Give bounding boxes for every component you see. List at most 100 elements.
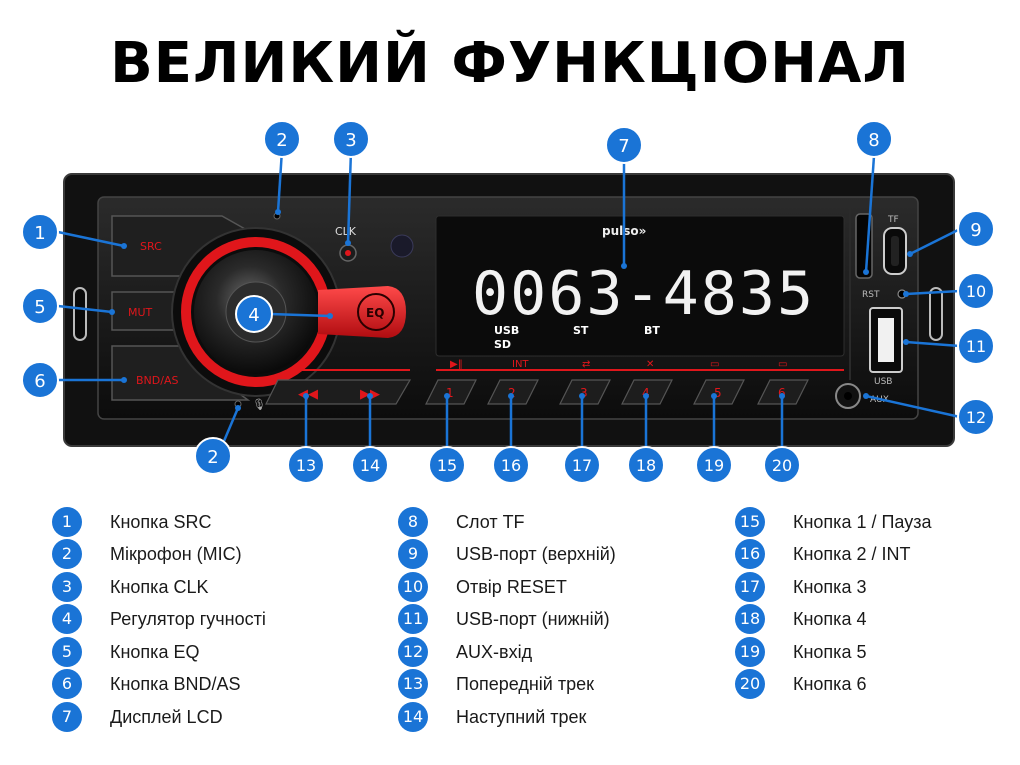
callout-badge-9: 9	[957, 210, 995, 248]
repeat-icon: ⇄	[582, 359, 590, 370]
legend-number: 19	[735, 637, 765, 667]
legend-number: 3	[52, 572, 82, 602]
svg-text:8: 8	[868, 130, 879, 151]
legend-label: Слот TF	[456, 512, 525, 532]
preset-label-6: 6	[778, 386, 786, 400]
svg-text:7: 7	[618, 136, 629, 157]
callout-badge-16: 16	[492, 446, 530, 484]
legend-label: Кнопка EQ	[110, 642, 200, 662]
svg-text:18: 18	[636, 456, 656, 475]
legend-label: Отвір RESET	[456, 577, 567, 597]
folder-down-icon: ▭	[710, 359, 719, 370]
svg-text:20: 20	[772, 456, 792, 475]
svg-text:5: 5	[34, 297, 45, 318]
legend-label: Кнопка 1 / Пауза	[793, 512, 932, 532]
callout-badge-11: 11	[957, 327, 995, 365]
svg-text:9: 9	[970, 220, 981, 241]
legend-label: Дисплей LCD	[110, 707, 223, 727]
legend-label: Кнопка 6	[793, 674, 867, 694]
callout-badge-2-top: 2	[263, 120, 301, 158]
legend-label: Кнопка CLK	[110, 577, 209, 597]
legend-number: 8	[398, 507, 428, 537]
svg-text:17: 17	[572, 456, 592, 475]
callout-badge-10: 10	[957, 272, 995, 310]
preset-label-3: 3	[580, 386, 588, 400]
usb-port-top-inner	[891, 236, 899, 266]
legend-number: 15	[735, 507, 765, 537]
callout-badge-14: 14	[351, 446, 389, 484]
preset-button-6[interactable]: 6	[757, 379, 809, 405]
radio-diagram: SRC MUT BND/AS EQ CLK pulso» 0063-4835 U…	[21, 120, 995, 484]
preset-label-1: 1	[446, 386, 454, 400]
svg-text:10: 10	[966, 282, 986, 301]
legend-label: Кнопка SRC	[110, 512, 212, 532]
callout-badge-2-bottom: 2	[194, 437, 232, 475]
legend-number: 1	[52, 507, 82, 537]
page-title: ВЕЛИКИЙ ФУНКЦІОНАЛ	[110, 31, 910, 96]
legend-number: 4	[52, 604, 82, 634]
src-label: SRC	[140, 240, 162, 253]
legend-label: Мікрофон (MIC)	[110, 544, 242, 564]
bnd-label: BND/AS	[136, 374, 178, 387]
preset-label-5: 5	[714, 386, 722, 400]
callout-badge-4: 4	[235, 295, 273, 333]
usb-label: USB	[874, 377, 892, 387]
legend-label: Регулятор гучності	[110, 609, 266, 629]
clk-label: CLK	[335, 225, 357, 238]
indicator-st: ST	[573, 324, 589, 337]
svg-text:2: 2	[207, 447, 218, 468]
mut-button[interactable]: MUT	[111, 291, 181, 331]
legend-number: 14	[398, 702, 428, 732]
callout-badge-12: 12	[957, 398, 995, 436]
legend-number: 13	[398, 669, 428, 699]
svg-text:1: 1	[34, 223, 45, 244]
preset-button-1[interactable]: 1	[425, 379, 477, 405]
callout-badge-15: 15	[428, 446, 466, 484]
svg-text:11: 11	[966, 337, 986, 356]
clk-button[interactable]: CLK	[335, 225, 357, 262]
callout-badge-8: 8	[855, 120, 893, 158]
callout-badge-13: 13	[287, 446, 325, 484]
svg-text:13: 13	[296, 456, 316, 475]
legend-number: 10	[398, 572, 428, 602]
callout-badge-1: 1	[21, 213, 59, 251]
mut-label: MUT	[128, 306, 153, 319]
preset-button-5[interactable]: 5	[693, 379, 745, 405]
legend-number: 5	[52, 637, 82, 667]
legend-number: 6	[52, 669, 82, 699]
preset-label-2: 2	[508, 386, 516, 400]
mic-icon: 🎙	[252, 398, 266, 411]
int-label: INT	[512, 359, 529, 370]
callout-badge-20: 20	[763, 446, 801, 484]
shuffle-icon: ✕	[646, 359, 654, 370]
eq-button[interactable]: EQ	[318, 286, 406, 338]
preset-button-4[interactable]: 4	[621, 379, 673, 405]
eq-label: EQ	[366, 306, 384, 320]
legend-label: AUX-вхід	[456, 642, 533, 662]
legend-label: Наступний трек	[456, 707, 587, 727]
legend-number: 18	[735, 604, 765, 634]
svg-text:14: 14	[360, 456, 380, 475]
callout-badge-3: 3	[332, 120, 370, 158]
legend-number: 9	[398, 539, 428, 569]
indicator-bt: BT	[644, 324, 660, 337]
legend-number: 7	[52, 702, 82, 732]
legend-number: 12	[398, 637, 428, 667]
left-grip-slot	[73, 287, 87, 341]
svg-text:19: 19	[704, 456, 724, 475]
svg-text:2: 2	[276, 130, 287, 151]
preset-button-2[interactable]: 2	[487, 379, 539, 405]
svg-text:15: 15	[437, 456, 457, 475]
callout-lines	[57, 149, 961, 448]
rst-label: RST	[862, 290, 880, 300]
callout-badge-7: 7	[605, 126, 643, 164]
preset-button-3[interactable]: 3	[559, 379, 611, 405]
display-digits: 0063-4835	[472, 259, 815, 329]
legend-label: USB-порт (верхній)	[456, 544, 616, 564]
callout-badge-19: 19	[695, 446, 733, 484]
legend-label: Попередній трек	[456, 674, 594, 694]
speaker-grille	[390, 234, 414, 258]
indicator-sd: SD	[494, 338, 511, 351]
usb-port-bottom-inner	[878, 318, 894, 362]
svg-text:6: 6	[34, 371, 45, 392]
